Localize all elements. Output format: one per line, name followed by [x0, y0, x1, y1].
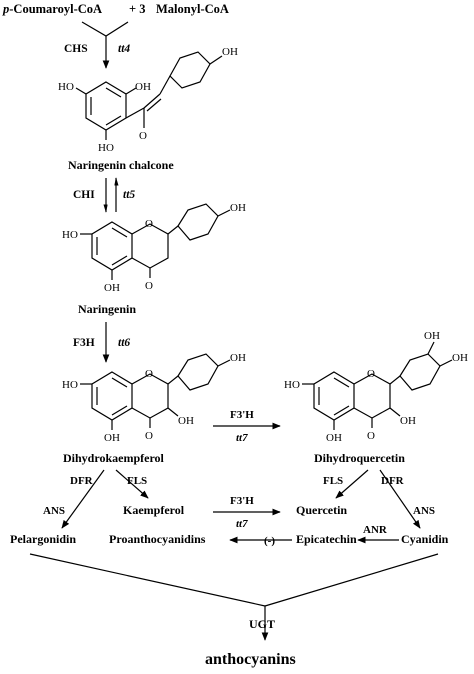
dihydroquercetin-structure [302, 341, 453, 430]
tt6-label: tt6 [118, 337, 130, 349]
naringenin-ho-left: HO [62, 229, 78, 241]
chalcone-oh-top: OH [135, 81, 151, 93]
dfr-ans-right-arrow [379, 469, 421, 529]
anr-label: ANR [363, 524, 388, 536]
dhk-oh-3: OH [178, 415, 194, 427]
ans-right-label: ANS [413, 505, 435, 517]
ugt-left-line [29, 553, 266, 607]
dhq-ho-left: HO [284, 379, 300, 391]
dhq-carbonyl-o: O [367, 430, 375, 442]
dhq-ring-o: O [367, 368, 375, 380]
dfr-right-label: DFR [381, 475, 405, 487]
naringenin-oh-bottom: OH [104, 282, 120, 294]
dfr-left-label: DFR [70, 475, 94, 487]
naringenin-chalcone-structure [75, 51, 223, 140]
dhq-oh-3: OH [400, 415, 416, 427]
quercetin-label: Quercetin [296, 503, 347, 517]
tt7-label-lower: tt7 [236, 518, 248, 530]
chi-label: CHI [73, 189, 95, 201]
ugt-label: UGT [249, 617, 275, 631]
dhq-oh-4prime: OH [452, 352, 468, 364]
plus-three-label: + 3 [129, 2, 146, 16]
fls-right-label: FLS [323, 475, 343, 487]
fls-right-arrow [335, 469, 369, 499]
dhq-oh-3prime: OH [424, 330, 440, 342]
tt5-label: tt5 [123, 189, 135, 201]
ugt-right-line [264, 553, 439, 607]
dhk-ring-o: O [145, 368, 153, 380]
substrate-merge-lines [81, 21, 129, 37]
proanthocyanidins-label: Proanthocyanidins [109, 532, 206, 546]
ans-left-label: ANS [43, 505, 65, 517]
f3h-label: F3H [73, 337, 95, 349]
naringenin-label: Naringenin [78, 302, 136, 316]
chalcone-carbonyl-o: O [139, 130, 147, 142]
f3ph-label-lower: F3'H [230, 495, 254, 507]
dhk-oh-b-ring: OH [230, 352, 246, 364]
naringenin-chalcone-label: Naringenin chalcone [68, 158, 174, 172]
f3ph-label-upper: F3'H [230, 409, 254, 421]
naringenin-carbonyl-o: O [145, 280, 153, 292]
dfr-ans-left-arrow [61, 469, 105, 529]
fls-left-label: FLS [127, 475, 147, 487]
malonyl-coa-label: Malonyl-CoA [156, 2, 229, 16]
epicatechin-label: Epicatechin [296, 532, 357, 546]
chalcone-oh-bottom: HO [98, 142, 114, 154]
dhk-oh-bottom: OH [104, 432, 120, 444]
chalcone-ho-left: HO [58, 81, 74, 93]
fls-left-arrow [115, 469, 149, 499]
pelargonidin-label: Pelargonidin [10, 532, 76, 546]
coumaroyl-coa-label: p-Coumaroyl-CoA [2, 2, 102, 16]
dihydroquercetin-label: Dihydroquercetin [314, 451, 405, 465]
kaempferol-label: Kaempferol [123, 503, 185, 517]
tt7-label-upper: tt7 [236, 432, 248, 444]
dihydrokaempferol-structure [80, 353, 231, 430]
tt4-label: tt4 [118, 43, 130, 55]
dhk-ho-left: HO [62, 379, 78, 391]
dhq-oh-bottom: OH [326, 432, 342, 444]
naringenin-oh-b-ring: OH [230, 202, 246, 214]
dhk-carbonyl-o: O [145, 430, 153, 442]
dihydrokaempferol-label: Dihydrokaempferol [63, 451, 165, 465]
anthocyanins-label: anthocyanins [205, 651, 296, 668]
polymerization-mark: (-) [264, 535, 275, 547]
naringenin-ring-o: O [145, 218, 153, 230]
cyanidin-label: Cyanidin [401, 532, 449, 546]
chalcone-oh-b-ring: OH [222, 46, 238, 58]
chs-label: CHS [64, 43, 88, 55]
naringenin-structure [80, 203, 231, 280]
